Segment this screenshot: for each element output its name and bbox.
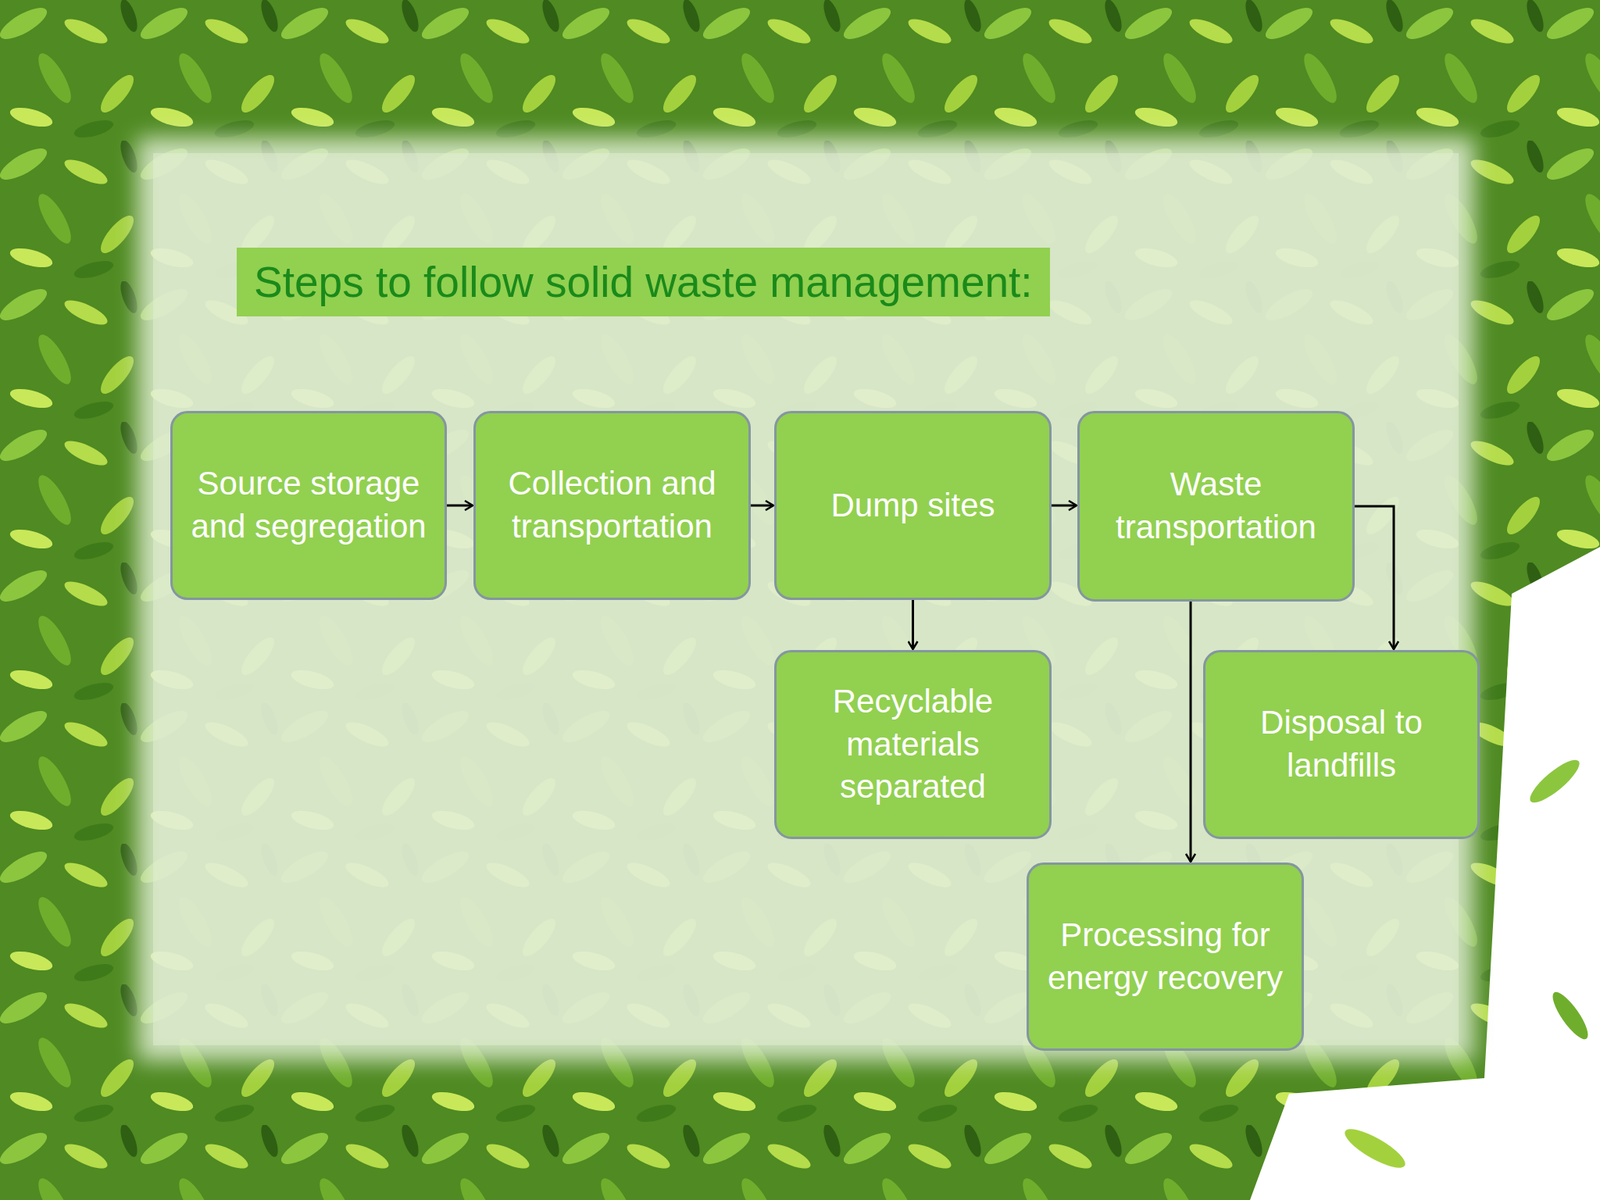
box-label: Collection and transportation (489, 462, 735, 548)
process-box: Recyclable materials separated (774, 650, 1052, 840)
box-label: Recyclable materials separated (790, 680, 1036, 809)
flow-arrow (1051, 504, 1077, 508)
flow-arrow (750, 504, 774, 508)
flow-arrow (1354, 506, 1394, 650)
process-box: Source storage and segregation (170, 410, 447, 600)
box-label: Dump sites (830, 484, 995, 528)
flow-arrow (446, 504, 473, 508)
box-label: Source storage and segregation (186, 462, 431, 548)
box-label: Waste transportation (1093, 463, 1339, 549)
process-box: Disposal to landfills (1203, 650, 1480, 840)
process-box: Processing for energy recovery (1026, 862, 1304, 1051)
process-box: Collection and transportation (473, 410, 751, 600)
process-box: Dump sites (774, 410, 1052, 600)
flow-arrow (911, 600, 915, 650)
box-label: Disposal to landfills (1219, 701, 1464, 787)
flow-arrow (1189, 601, 1193, 862)
process-box: Waste transportation (1077, 410, 1355, 602)
box-label: Processing for energy recovery (1042, 914, 1288, 1000)
title-banner: Steps to follow solid waste management: (236, 247, 1050, 317)
